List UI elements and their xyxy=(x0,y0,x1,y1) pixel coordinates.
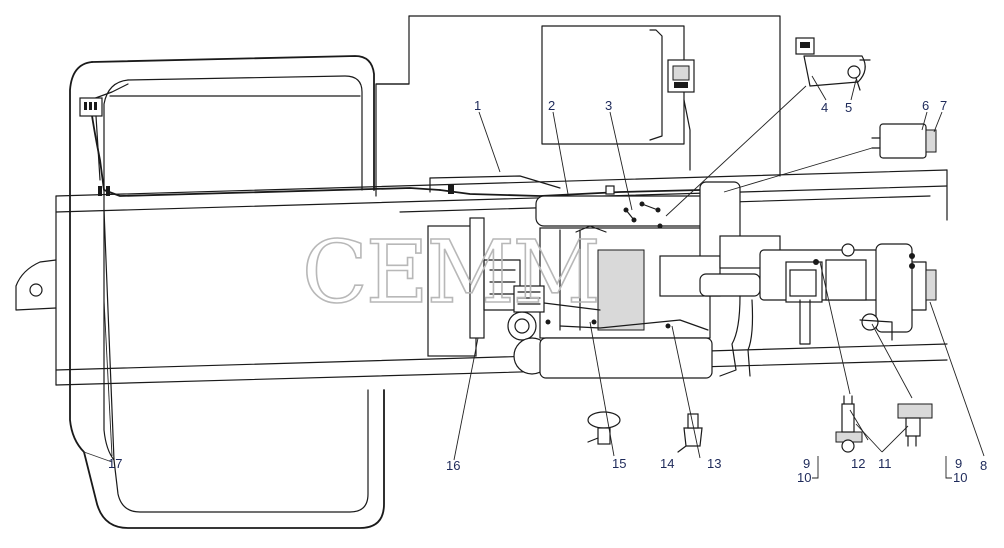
wire-harness xyxy=(79,83,701,461)
callout-6: 6 xyxy=(922,98,929,113)
callout-16: 16 xyxy=(446,458,460,473)
rear-body xyxy=(375,15,781,197)
callout-8: 8 xyxy=(980,458,987,473)
watermark: CEMM xyxy=(302,223,599,323)
cab-outline xyxy=(69,55,385,529)
leader-lines xyxy=(103,75,985,479)
callout-13: 13 xyxy=(707,456,721,471)
part-9-10-switch-right xyxy=(897,403,933,447)
callout-14: 14 xyxy=(660,456,674,471)
transmission-assembly xyxy=(759,243,937,345)
callout-5: 5 xyxy=(845,100,852,115)
part-13-14-sensor xyxy=(677,413,703,453)
callout-3: 3 xyxy=(605,98,612,113)
callout-12: 12 xyxy=(851,456,865,471)
callout-1: 1 xyxy=(474,98,481,113)
part-4-5-sensor xyxy=(795,37,871,91)
callout-10-left: 10 xyxy=(797,470,811,485)
engine-assembly xyxy=(427,181,781,379)
callout-10-right: 10 xyxy=(953,470,967,485)
callout-9-left: 9 xyxy=(803,456,810,471)
callout-7: 7 xyxy=(940,98,947,113)
callout-15: 15 xyxy=(612,456,626,471)
callout-17: 17 xyxy=(108,456,122,471)
part-15-lamp xyxy=(587,411,621,445)
callout-4: 4 xyxy=(821,100,828,115)
callout-labels: 1 2 3 4 5 6 7 8 9 10 12 11 9 10 14 13 15… xyxy=(108,98,987,485)
part-6-7-relay xyxy=(871,123,937,159)
callout-2: 2 xyxy=(548,98,555,113)
callout-9-right: 9 xyxy=(955,456,962,471)
callout-11: 11 xyxy=(878,456,892,471)
